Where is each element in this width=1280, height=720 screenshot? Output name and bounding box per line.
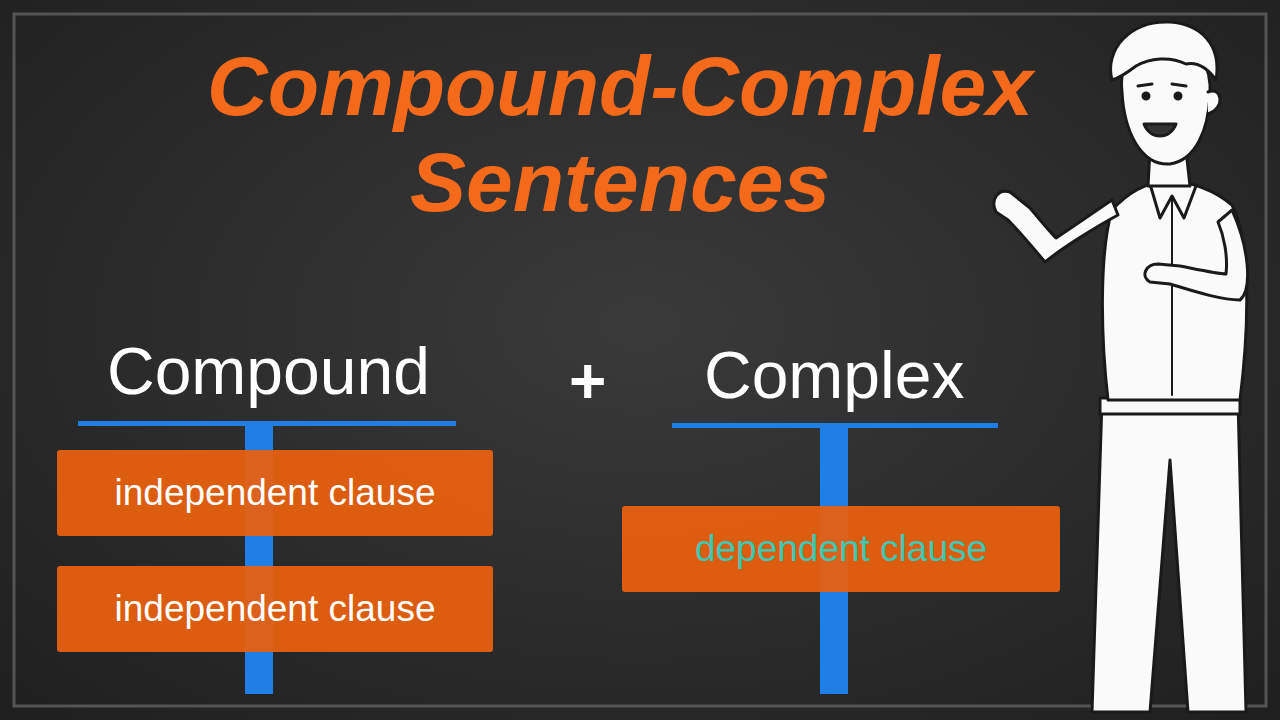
clause-box: independent clause	[57, 450, 493, 536]
clause-text: independent clause	[115, 588, 436, 630]
title: Compound-Complex Sentences	[170, 38, 1070, 230]
board-frame	[14, 14, 1266, 706]
plus-sign: +	[569, 346, 606, 416]
clause-text: independent clause	[115, 472, 436, 514]
column-heading: Compound	[107, 333, 430, 409]
column-heading: Complex	[704, 337, 964, 413]
clause-box: independent clause	[57, 566, 493, 652]
clause-box: dependent clause	[622, 506, 1060, 592]
clause-text: dependent clause	[695, 528, 987, 570]
